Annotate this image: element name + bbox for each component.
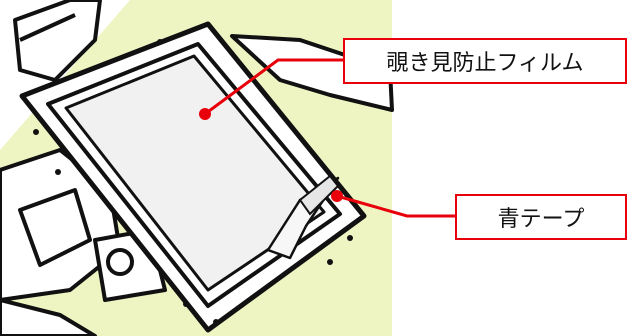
marker-dot-film bbox=[199, 108, 211, 120]
leader-line-film bbox=[204, 58, 343, 116]
callout-blue-tape: 青テープ bbox=[455, 194, 627, 240]
callout-privacy-film: 覗き見防止フィルム bbox=[343, 38, 627, 84]
leader-line-tape bbox=[336, 194, 455, 218]
blue-tape bbox=[298, 174, 340, 216]
privacy-film bbox=[64, 54, 326, 292]
callout-privacy-film-label: 覗き見防止フィルム bbox=[386, 51, 584, 76]
bezel-screws bbox=[33, 39, 353, 325]
marker-dot-tape bbox=[331, 190, 343, 202]
callout-blue-tape-label: 青テープ bbox=[497, 207, 585, 232]
